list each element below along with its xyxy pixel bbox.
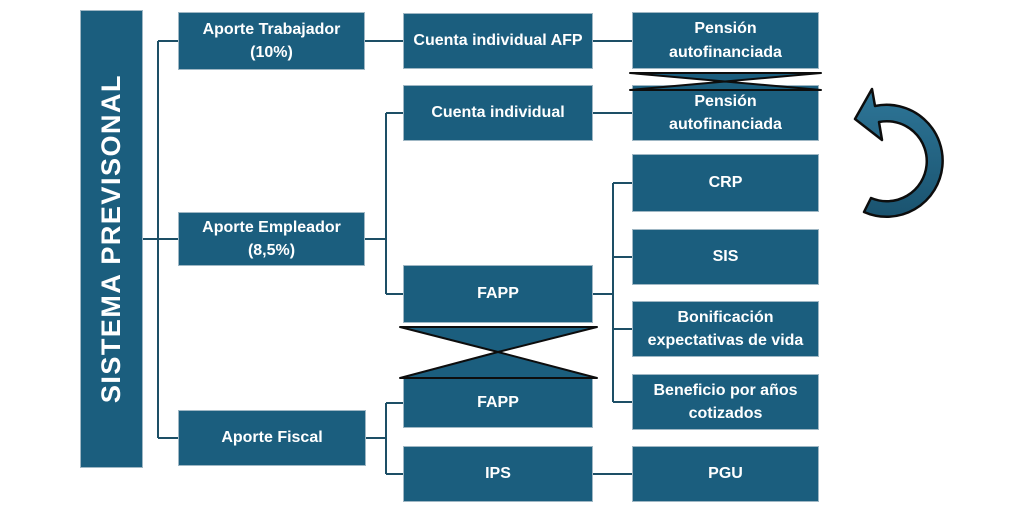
crossout-bottom-triangle bbox=[399, 351, 598, 379]
node-aporte-trabajador: Aporte Trabajador (10%) bbox=[178, 12, 365, 70]
crossout-bottom-triangle bbox=[629, 80, 822, 91]
node-label: Pensión bbox=[694, 92, 757, 110]
node-label: Cuenta individual AFP bbox=[413, 32, 583, 50]
node-label: cotizados bbox=[688, 405, 763, 422]
crossout-top-triangle bbox=[399, 326, 598, 353]
node-cuenta-individual-afp: Cuenta individual AFP bbox=[403, 13, 593, 69]
node-ips: IPS bbox=[403, 446, 593, 502]
node-fapp-bottom: FAPP bbox=[403, 378, 593, 428]
node-fapp-top: FAPP bbox=[403, 265, 593, 323]
node-label: PGU bbox=[708, 465, 743, 483]
node-aporte-fiscal: Aporte Fiscal bbox=[178, 410, 366, 466]
node-aporte-empleador: Aporte Empleador (8,5%) bbox=[178, 212, 365, 266]
curved-left-arrow-icon bbox=[853, 87, 944, 219]
node-beneficio-anos-cotizados: Beneficio por años cotizados bbox=[632, 374, 819, 430]
node-label: FAPP bbox=[477, 394, 519, 412]
node-label: (10%) bbox=[250, 44, 293, 61]
node-label: IPS bbox=[485, 465, 511, 483]
node-label: Aporte Empleador bbox=[202, 218, 341, 236]
node-sis: SIS bbox=[632, 229, 819, 285]
node-label: (8,5%) bbox=[247, 242, 296, 259]
x-crossout-fapp-icon bbox=[399, 326, 598, 379]
node-label: Beneficio por años bbox=[653, 381, 798, 399]
node-label: autofinanciada bbox=[669, 43, 782, 61]
node-bonificacion: Bonificación expectativas de vida bbox=[632, 301, 819, 357]
node-label: Aporte Trabajador bbox=[202, 20, 341, 38]
node-crp: CRP bbox=[632, 154, 819, 212]
node-label: Bonificación bbox=[677, 308, 774, 326]
node-pgu: PGU bbox=[632, 446, 819, 502]
node-label: Cuenta individual bbox=[431, 104, 565, 122]
crossout-top-triangle bbox=[629, 72, 822, 83]
node-label: Pensión bbox=[694, 20, 757, 38]
node-label: autofinanciada bbox=[669, 116, 782, 133]
node-pension-autofinanciada-individual: Pensión autofinanciada bbox=[632, 85, 819, 141]
node-label: FAPP bbox=[477, 285, 519, 303]
node-label: SIS bbox=[712, 248, 739, 266]
node-label: Aporte Fiscal bbox=[221, 429, 323, 447]
node-sistema-previsonal: SISTEMA PREVISONAL bbox=[80, 10, 143, 468]
x-crossout-pension-icon bbox=[629, 72, 822, 91]
node-label: expectativas de vida bbox=[647, 332, 804, 349]
node-cuenta-individual: Cuenta individual bbox=[403, 85, 593, 141]
node-label: CRP bbox=[708, 174, 743, 192]
node-pension-autofinanciada-afp: Pensión autofinanciada bbox=[632, 12, 819, 69]
